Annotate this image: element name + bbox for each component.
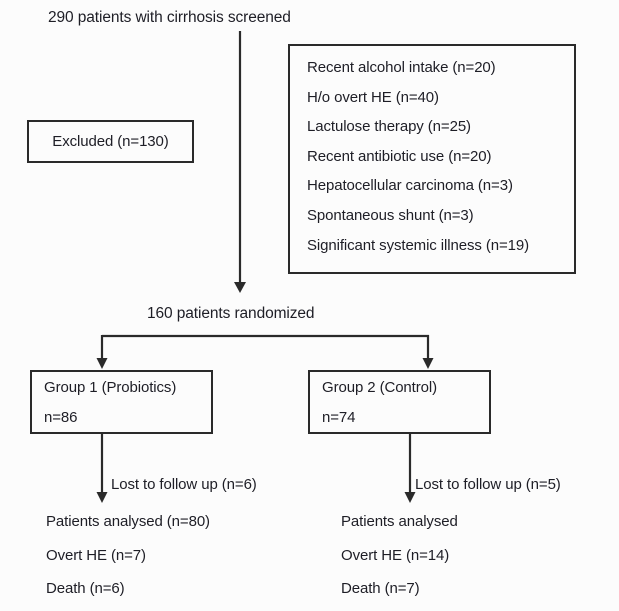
group2-lost-to-followup-label: Lost to follow up (n=5) [415, 476, 561, 493]
group1-box: Group 1 (Probiotics) n=86 [30, 370, 213, 434]
group1-n: n=86 [44, 409, 78, 426]
group1-name: Group 1 (Probiotics) [44, 379, 177, 396]
group2-overt-he: Overt HE (n=14) [341, 546, 450, 564]
group2-n: n=74 [322, 409, 356, 426]
arrow-down-group1-followup [96, 434, 108, 503]
arrow-down-screened-to-randomized [234, 31, 246, 293]
group2-patients-analysed: Patients analysed [341, 513, 458, 530]
exclusion-reasons-box: Recent alcohol intake (n=20) H/o overt H… [288, 44, 576, 274]
group2-death: Death (n=7) [341, 580, 420, 597]
exclusion-reason: Lactulose therapy (n=25) [307, 118, 471, 136]
group2-box: Group 2 (Control) n=74 [308, 370, 491, 434]
arrow-down-to-group2 [422, 335, 434, 369]
exclusion-reason: Hepatocellular carcinoma (n=3) [307, 177, 513, 195]
excluded-label: Excluded (n=130) [52, 133, 169, 150]
excluded-box: Excluded (n=130) [27, 120, 194, 163]
exclusion-reason: Significant systemic illness (n=19) [307, 236, 530, 254]
randomized-text: 160 patients randomized [147, 305, 315, 322]
group1-lost-to-followup-label: Lost to follow up (n=6) [111, 476, 257, 493]
group1-death: Death (n=6) [46, 580, 125, 597]
exclusion-reason: H/o overt HE (n=40) [307, 88, 439, 106]
group1-outcomes: Patients analysed (n=80) Overt HE (n=7) … [46, 513, 210, 611]
arrow-down-to-group1 [96, 335, 108, 369]
group2-outcomes: Patients analysed Overt HE (n=14) Death … [341, 513, 458, 611]
exclusion-reason: Recent antibiotic use (n=20) [307, 147, 492, 165]
group1-overt-he: Overt HE (n=7) [46, 546, 146, 564]
group2-name: Group 2 (Control) [322, 379, 438, 396]
screened-text: 290 patients with cirrhosis screened [48, 9, 291, 26]
group1-patients-analysed: Patients analysed (n=80) [46, 513, 210, 530]
exclusion-reason: Recent alcohol intake (n=20) [307, 59, 496, 76]
exclusion-reason: Spontaneous shunt (n=3) [307, 206, 474, 224]
arrow-down-group2-followup [404, 434, 416, 503]
